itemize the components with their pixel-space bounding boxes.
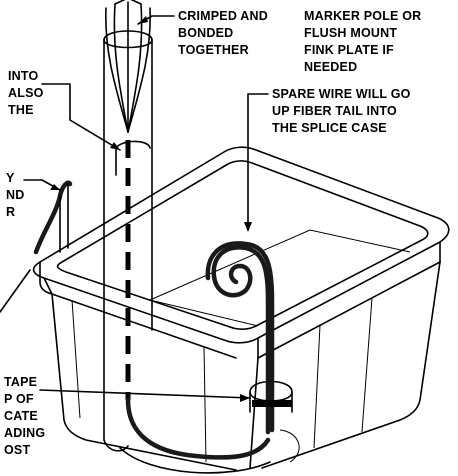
- crimped-wires: [105, 0, 151, 133]
- crimped-label: CRIMPED AND BONDED TOGETHER: [178, 9, 272, 57]
- spare-wire-coil: [205, 241, 275, 435]
- marker-pole: [103, 30, 153, 452]
- left-label-cut-2: Y ND R: [6, 171, 28, 219]
- leader-lines: [0, 15, 269, 402]
- spare-wire-label: SPARE WIRE WILL GO UP FIBER TAIL INTO TH…: [272, 87, 414, 135]
- left-label-cut-1: INTO ALSO THE: [8, 69, 47, 117]
- bond-wire-left: [33, 180, 73, 255]
- tape-wrap: [249, 380, 293, 413]
- marker-pole-label: MARKER POLE OR FLUSH MOUNT FINK PLATE IF…: [304, 9, 425, 74]
- tracer-wire-curve: [125, 397, 271, 460]
- left-label-cut-3: TAPE P OF CATE ADING OST: [4, 375, 49, 457]
- handhole-box: [32, 146, 450, 474]
